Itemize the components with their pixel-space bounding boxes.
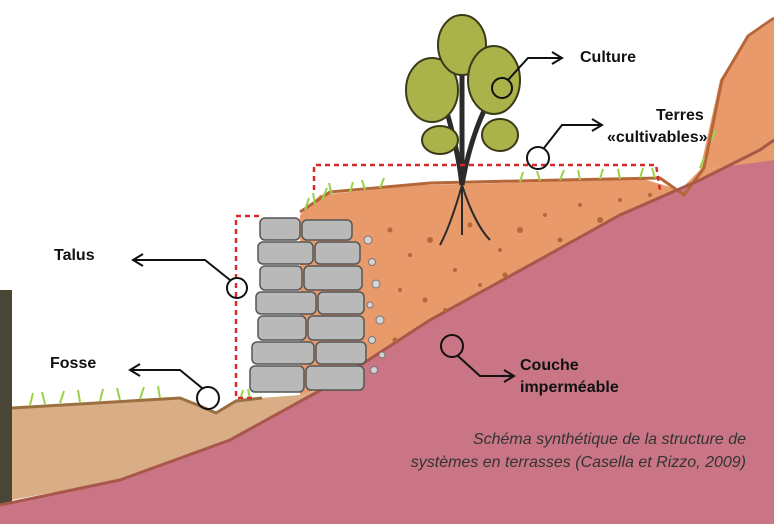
label-terres-line2: «cultivables» xyxy=(607,128,708,148)
photo-strip xyxy=(0,290,12,524)
callout-talus xyxy=(133,254,247,298)
label-fosse: Fosse xyxy=(50,354,96,374)
label-terres-line1: Terres xyxy=(656,106,704,126)
callout-terres xyxy=(527,119,602,169)
label-couche-line1: Couche xyxy=(520,356,579,376)
figure-caption: Schéma synthétique de la structure de sy… xyxy=(286,428,746,474)
label-couche-line2: imperméable xyxy=(520,378,619,398)
label-talus: Talus xyxy=(54,246,95,266)
caption-line2: systèmes en terrasses (Casella et Rizzo,… xyxy=(286,451,746,474)
caption-line1: Schéma synthétique de la structure de xyxy=(286,428,746,451)
label-culture: Culture xyxy=(580,48,636,68)
